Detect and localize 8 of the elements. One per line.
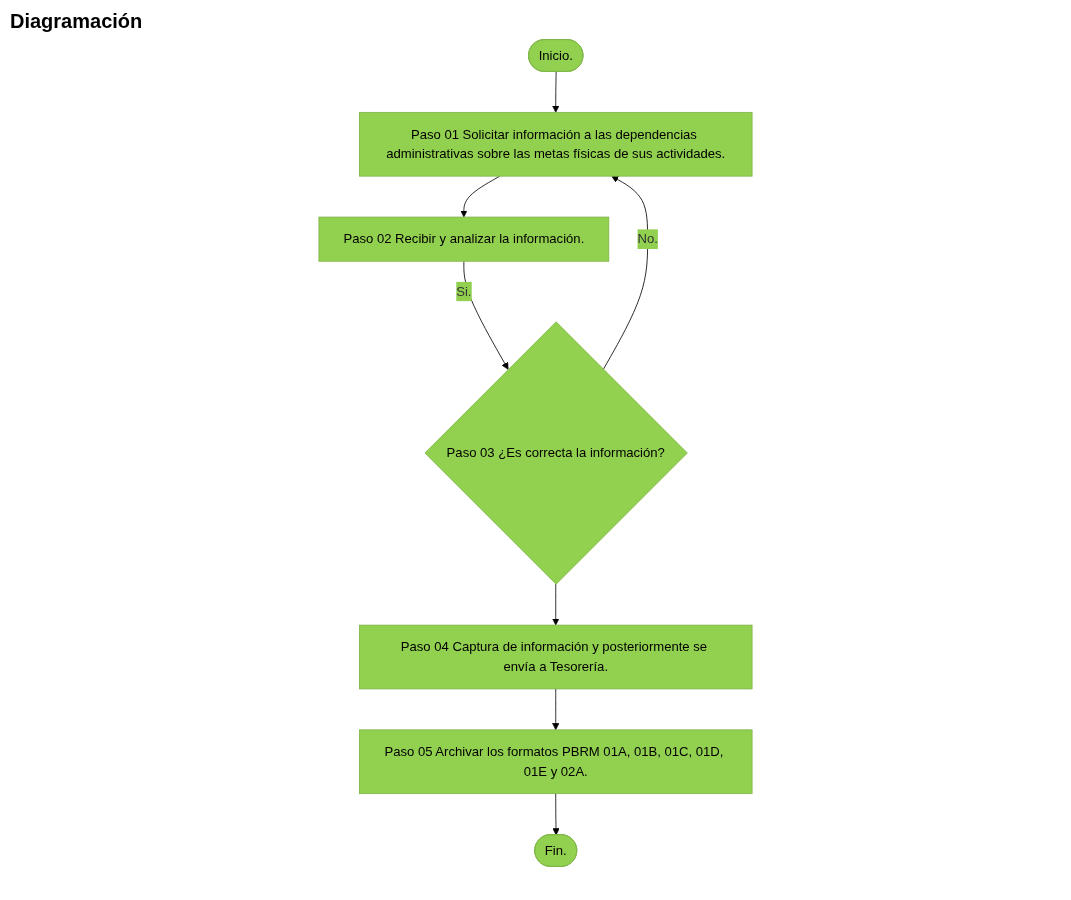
node-box: Paso 04 Captura de información y posteriormente se envía a Tesorería. (359, 624, 753, 690)
node-diamond: Paso 03 ¿Es correcta la información? (424, 321, 688, 585)
edge-label: No. (637, 231, 658, 246)
diagram-title: Diagramación (10, 10, 144, 33)
edge-label: Si. (456, 284, 472, 299)
node-box: Paso 02 Recibir y analizar la información. (318, 216, 610, 262)
node-box: Paso 01 Solicitar información a las dependencias administrativas sobre las metas físicas de sus actividades. (359, 111, 753, 177)
node-box: Paso 05 Archivar los formatos PBRM 01A, 01B, 01C, 01D, 01E y 02A. (359, 729, 753, 795)
